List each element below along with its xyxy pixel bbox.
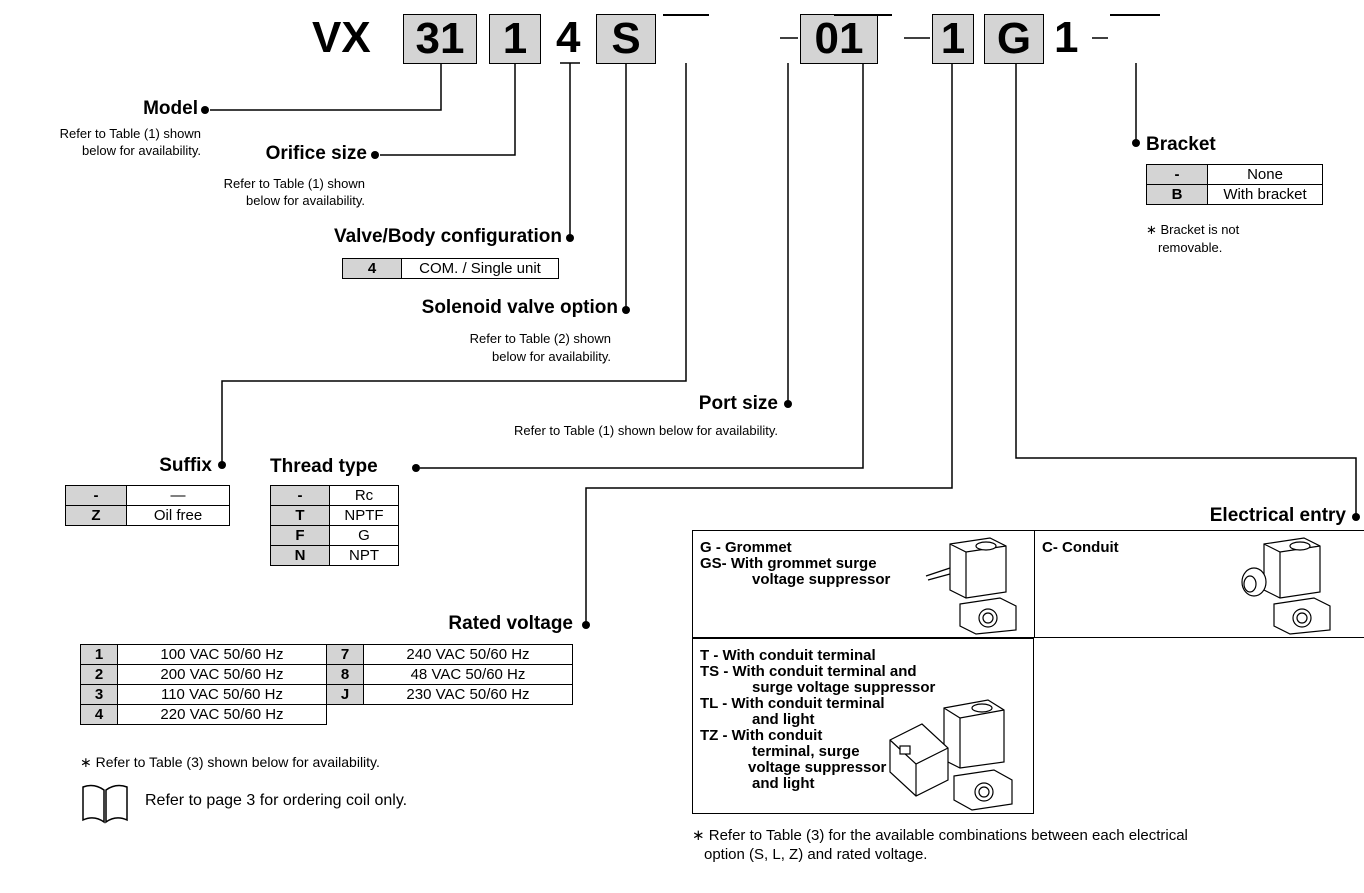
- entry-panel-top: [692, 530, 1364, 638]
- terminal-valve-icon: [889, 699, 1013, 811]
- code-model-box: 31: [403, 14, 477, 64]
- model-note-1: Refer to Table (1) shown: [59, 126, 201, 141]
- code-orifice-box: 1: [489, 14, 541, 64]
- table-row: -—: [65, 485, 230, 506]
- entry-gs-1: GS- With grommet surge: [700, 555, 877, 572]
- entry-note-1: ∗ Refer to Table (3) for the available c…: [692, 827, 1188, 844]
- bracket-title: Bracket: [1146, 134, 1216, 155]
- entry-g: G - Grommet: [700, 539, 792, 556]
- voltage-note: ∗ Refer to Table (3) shown below for ava…: [80, 754, 380, 770]
- entry-ts-1: TS - With conduit terminal and: [700, 663, 917, 680]
- entry-divider: [1034, 530, 1035, 638]
- solenoid-note-2: below for availability.: [492, 349, 611, 364]
- code-voltage-box: 1: [932, 14, 974, 64]
- entry-tz-2: terminal, surge: [752, 743, 860, 760]
- entry-title: Electrical entry: [1209, 505, 1346, 526]
- entry-tl-2: and light: [752, 711, 815, 728]
- conduit-valve-icon: [1241, 537, 1331, 635]
- suffix-title: Suffix: [159, 455, 212, 476]
- orifice-note-1: Refer to Table (1) shown: [223, 176, 365, 191]
- entry-panel-bottom: [692, 638, 1034, 814]
- entry-gs-2: voltage suppressor: [752, 571, 891, 588]
- entry-tl-1: TL - With conduit terminal: [700, 695, 885, 712]
- grommet-valve-icon: [925, 537, 1017, 635]
- bracket-note-1: ∗ Bracket is not: [1146, 222, 1240, 237]
- port-note: Refer to Table (1) shown below for avail…: [514, 423, 778, 438]
- table-row: 4 COM. / Single unit: [342, 258, 559, 279]
- entry-c: C- Conduit: [1042, 539, 1119, 556]
- entry-note-2: option (S, L, Z) and rated voltage.: [704, 846, 928, 863]
- code-prefix: VX: [312, 13, 371, 62]
- model-note-2: below for availability.: [82, 143, 201, 158]
- code-one: 1: [1054, 13, 1079, 62]
- code-suffix-box: [663, 14, 709, 16]
- entry-tz-1: TZ - With conduit: [700, 727, 823, 744]
- solenoid-note-1: Refer to Table (2) shown: [469, 331, 611, 346]
- code-thread-box: [834, 14, 892, 16]
- entry-tz-4: and light: [752, 775, 815, 792]
- entry-ts-2: surge voltage suppressor: [752, 679, 936, 696]
- entry-tz-3: voltage suppressor: [748, 759, 887, 776]
- port-title: Port size: [698, 393, 778, 414]
- code-option-box: S: [596, 14, 656, 64]
- solenoid-title: Solenoid valve option: [421, 297, 618, 318]
- voltage-title: Rated voltage: [448, 613, 573, 634]
- book-icon: [82, 784, 128, 824]
- coil-note: Refer to page 3 for ordering coil only.: [145, 792, 408, 809]
- table-row: -Rc: [270, 485, 399, 506]
- code-bracket-box: [1110, 14, 1160, 16]
- code-port-box: 01: [800, 14, 878, 64]
- model-title: Model: [143, 98, 198, 119]
- orifice-title: Orifice size: [265, 143, 367, 164]
- thread-title: Thread type: [270, 456, 378, 477]
- bracket-note-2: removable.: [1158, 240, 1223, 255]
- valve-body-title: Valve/Body configuration: [333, 226, 562, 247]
- code-entry-box: G: [984, 14, 1044, 64]
- code-config: 4: [556, 13, 581, 62]
- entry-t: T - With conduit terminal: [700, 647, 876, 664]
- orifice-note-2: below for availability.: [246, 193, 365, 208]
- valve-body-table: 4 COM. / Single unit: [342, 258, 559, 279]
- table-row: -None: [1146, 164, 1323, 185]
